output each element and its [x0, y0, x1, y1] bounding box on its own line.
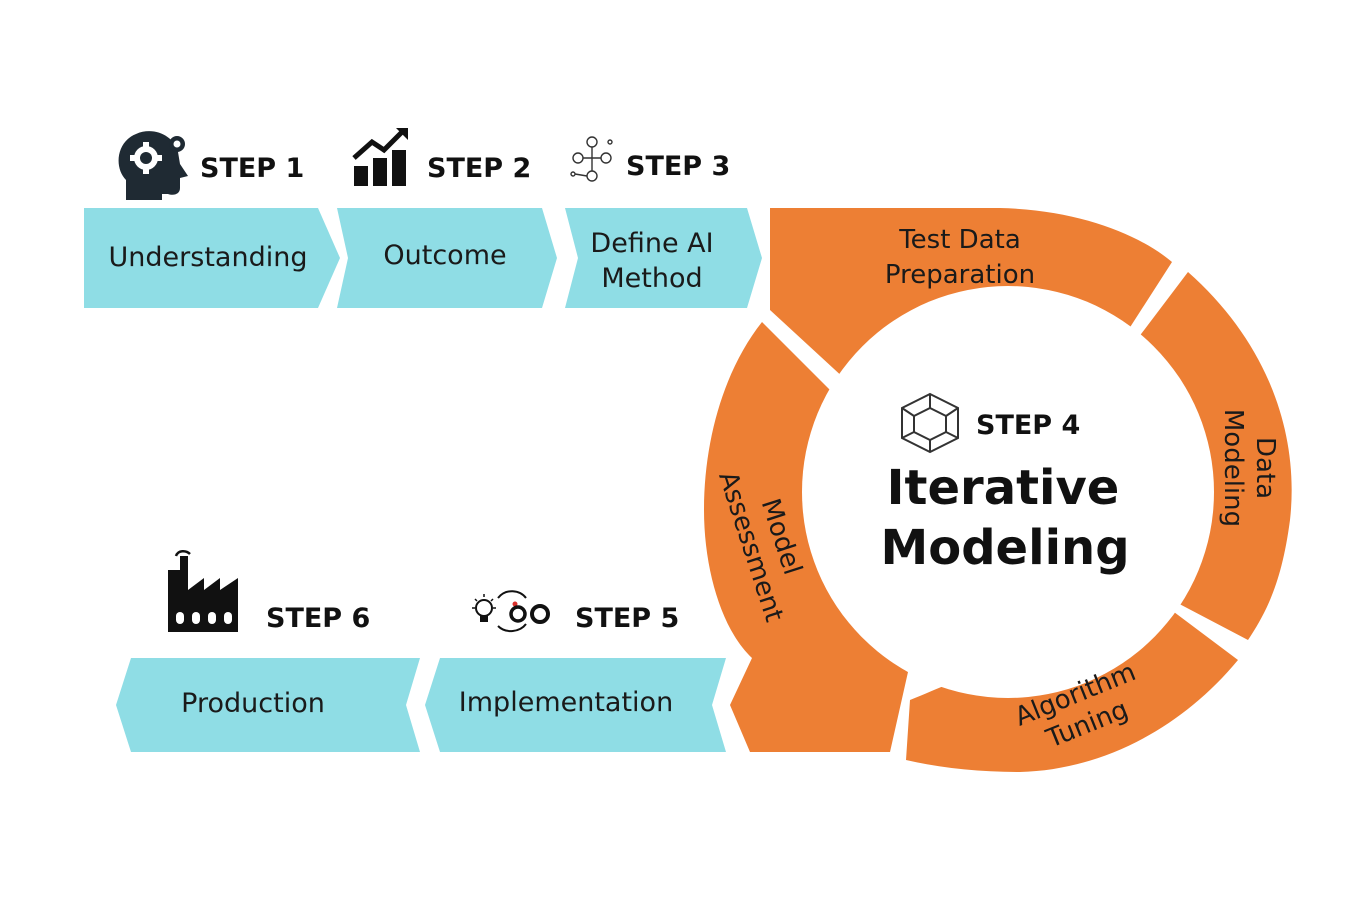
idea-gears-icon	[472, 590, 550, 632]
step6-group: Production STEP 6	[116, 550, 420, 752]
define-ai-method-arrow-label-line1: Define AI	[590, 228, 713, 259]
step2-label: STEP 2	[427, 153, 531, 184]
define-ai-method-arrow	[565, 208, 762, 308]
implementation-arrow	[425, 658, 726, 752]
cube-icon	[901, 392, 959, 454]
production-arrow-label: Production	[181, 688, 325, 719]
outcome-arrow	[337, 208, 557, 308]
data-modeling-label-line1: Data	[1250, 437, 1280, 499]
head-gears-icon	[118, 131, 188, 200]
understanding-arrow	[84, 208, 340, 308]
process-flow-icon	[570, 136, 613, 182]
step4-label: STEP 4	[976, 410, 1080, 441]
step3-label: STEP 3	[626, 151, 730, 182]
step6-label: STEP 6	[266, 603, 370, 634]
step5-label: STEP 5	[575, 603, 679, 634]
step1-label: STEP 1	[200, 153, 304, 184]
step3-group: Define AI Method STEP 3	[565, 136, 762, 308]
cycle-center	[802, 286, 1214, 698]
understanding-arrow-label: Understanding	[109, 242, 308, 273]
data-modeling-label-line2: Modeling	[1218, 409, 1248, 527]
data-modeling-segment	[1132, 272, 1292, 640]
production-arrow	[116, 658, 420, 752]
cycle-title-line1: Iterative	[887, 460, 1120, 516]
model-assessment-segment	[704, 322, 908, 752]
step1-group: Understanding STEP 1	[84, 131, 340, 308]
step2-group: Outcome STEP 2	[337, 128, 557, 308]
implementation-arrow-label: Implementation	[459, 687, 673, 718]
define-ai-method-arrow-label-line2: Method	[601, 263, 702, 294]
test-data-preparation-label-line2: Preparation	[885, 260, 1035, 290]
factory-icon	[168, 550, 238, 632]
test-data-preparation-label-line1: Test Data	[898, 225, 1021, 255]
outcome-arrow-label: Outcome	[383, 240, 506, 271]
cycle-title-line2: Modeling	[880, 520, 1129, 576]
growth-chart-icon	[352, 128, 408, 186]
step5-group: Implementation STEP 5	[425, 590, 726, 752]
